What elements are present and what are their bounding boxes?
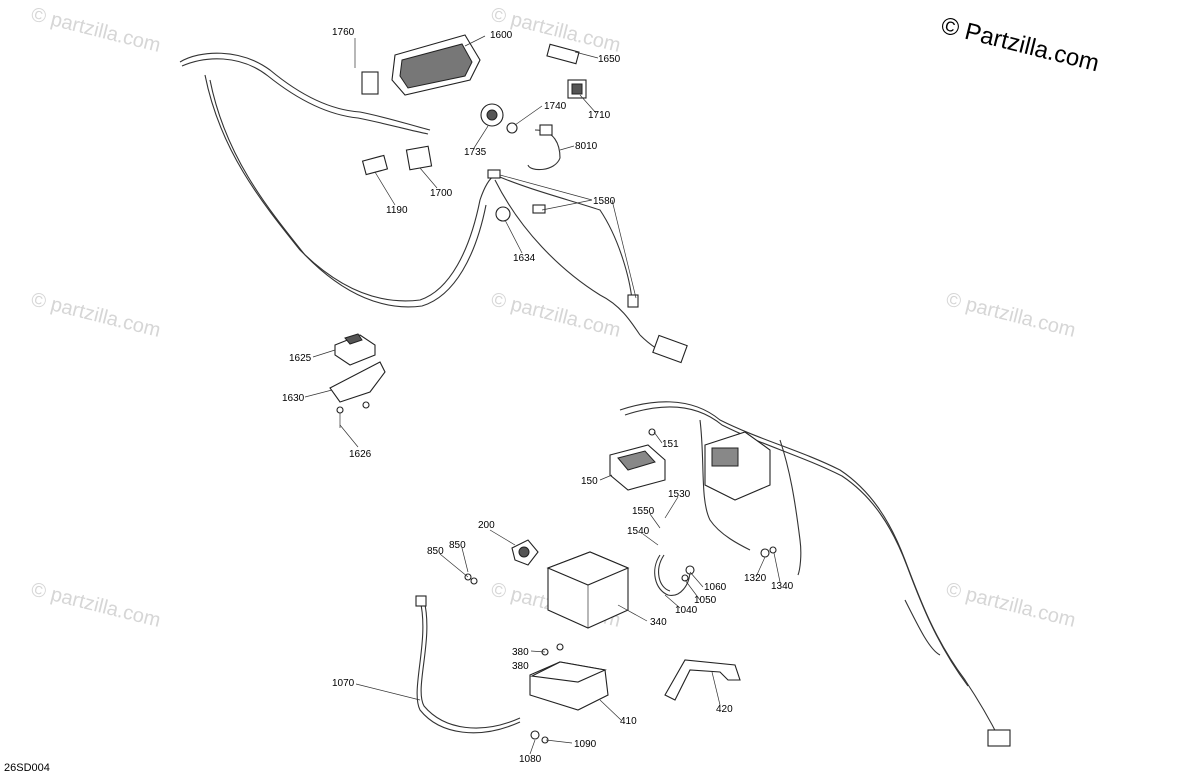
callout-label: 150 [581, 476, 598, 487]
component-connector-1710 [567, 79, 587, 99]
component-relay-1625 [334, 333, 376, 366]
callout-label: 1040 [675, 605, 698, 616]
component-clip-1580 [487, 169, 639, 308]
component-connector-1760 [361, 71, 379, 95]
component-bracket-1630 [329, 361, 386, 403]
component-screw-151 [648, 428, 656, 436]
component-nuts-850 [464, 573, 478, 585]
component-fusebox [704, 431, 771, 501]
callout-label: 1626 [349, 449, 372, 460]
callout-label: 151 [662, 439, 679, 450]
watermark-text: © partzilla.com [944, 579, 1078, 632]
callout-labels: 1760 1600 1650 1710 1740 1735 8010 1190 … [282, 27, 794, 765]
callout-label: 1735 [464, 147, 487, 158]
callout-label: 1600 [490, 30, 513, 41]
component-terminals-1050-1060 [681, 565, 695, 582]
component-connector-1650 [546, 43, 580, 65]
component-sensor-8010 [527, 124, 561, 171]
component-switch-1735 [480, 103, 504, 127]
callout-label: 200 [478, 520, 495, 531]
callout-label: 1320 [744, 573, 767, 584]
component-strap-420 [664, 659, 741, 701]
leader-lines [304, 35, 781, 755]
callout-label: 1340 [771, 581, 794, 592]
component-connector-1700 [405, 145, 433, 171]
component-nut-1080-1090 [530, 730, 549, 744]
callout-label: 1760 [332, 27, 355, 38]
watermark-text: © partzilla.com [29, 579, 163, 632]
callout-label: 1650 [598, 54, 621, 65]
callout-label: 850 [449, 540, 466, 551]
component-connector-1000 [987, 729, 1011, 747]
callout-label: 1090 [574, 739, 597, 750]
callout-label: 1700 [430, 188, 453, 199]
component-module-1634 [495, 206, 511, 222]
callout-label: 1710 [588, 110, 611, 121]
component-solenoid-200 [511, 539, 539, 566]
watermark-text: © partzilla.com [29, 289, 163, 342]
component-screws-380 [541, 643, 564, 656]
callout-label: 8010 [575, 141, 598, 152]
component-battery-tray-410 [529, 661, 609, 711]
callout-label: 1190 [386, 205, 408, 216]
callout-label: 1740 [544, 101, 567, 112]
diagram-code: 26SD004 [4, 762, 50, 774]
callout-label: 380 [512, 661, 529, 672]
callout-label: 420 [716, 704, 733, 715]
callout-label: 1530 [668, 489, 691, 500]
component-connector-harness [652, 334, 688, 364]
callout-label: 340 [650, 617, 667, 628]
callout-label: 1625 [289, 353, 312, 364]
component-battery-340 [546, 551, 630, 629]
callout-label: 1060 [704, 582, 727, 593]
callout-label: 1630 [282, 393, 305, 404]
callout-label: 1540 [627, 526, 650, 537]
watermark-layer: © partzilla.com © partzilla.com © partzill… [29, 4, 1078, 632]
callout-label: 1080 [519, 754, 542, 765]
component-cable-1040 [654, 554, 691, 596]
component-cable-1070 [415, 595, 521, 734]
component-washer-1740 [506, 122, 518, 134]
callout-label: 1580 [593, 196, 616, 207]
component-screw-1626 [336, 401, 370, 428]
component-bolts-1320-1340 [760, 546, 777, 558]
component-gauge-1600 [391, 34, 481, 96]
callout-label: 1070 [332, 678, 355, 689]
watermark-text: © partzilla.com [29, 4, 163, 57]
callout-label: 380 [512, 647, 529, 658]
callout-label: 850 [427, 546, 444, 557]
wiring-harness [179, 52, 1001, 741]
watermark-text: © partzilla.com [944, 289, 1078, 342]
callout-label: 1050 [694, 595, 717, 606]
callout-label: 1550 [632, 506, 655, 517]
callout-label: 1634 [513, 253, 536, 264]
component-regulator-150 [609, 444, 666, 491]
callout-label: 410 [620, 716, 637, 727]
component-connector-1190 [361, 154, 389, 176]
